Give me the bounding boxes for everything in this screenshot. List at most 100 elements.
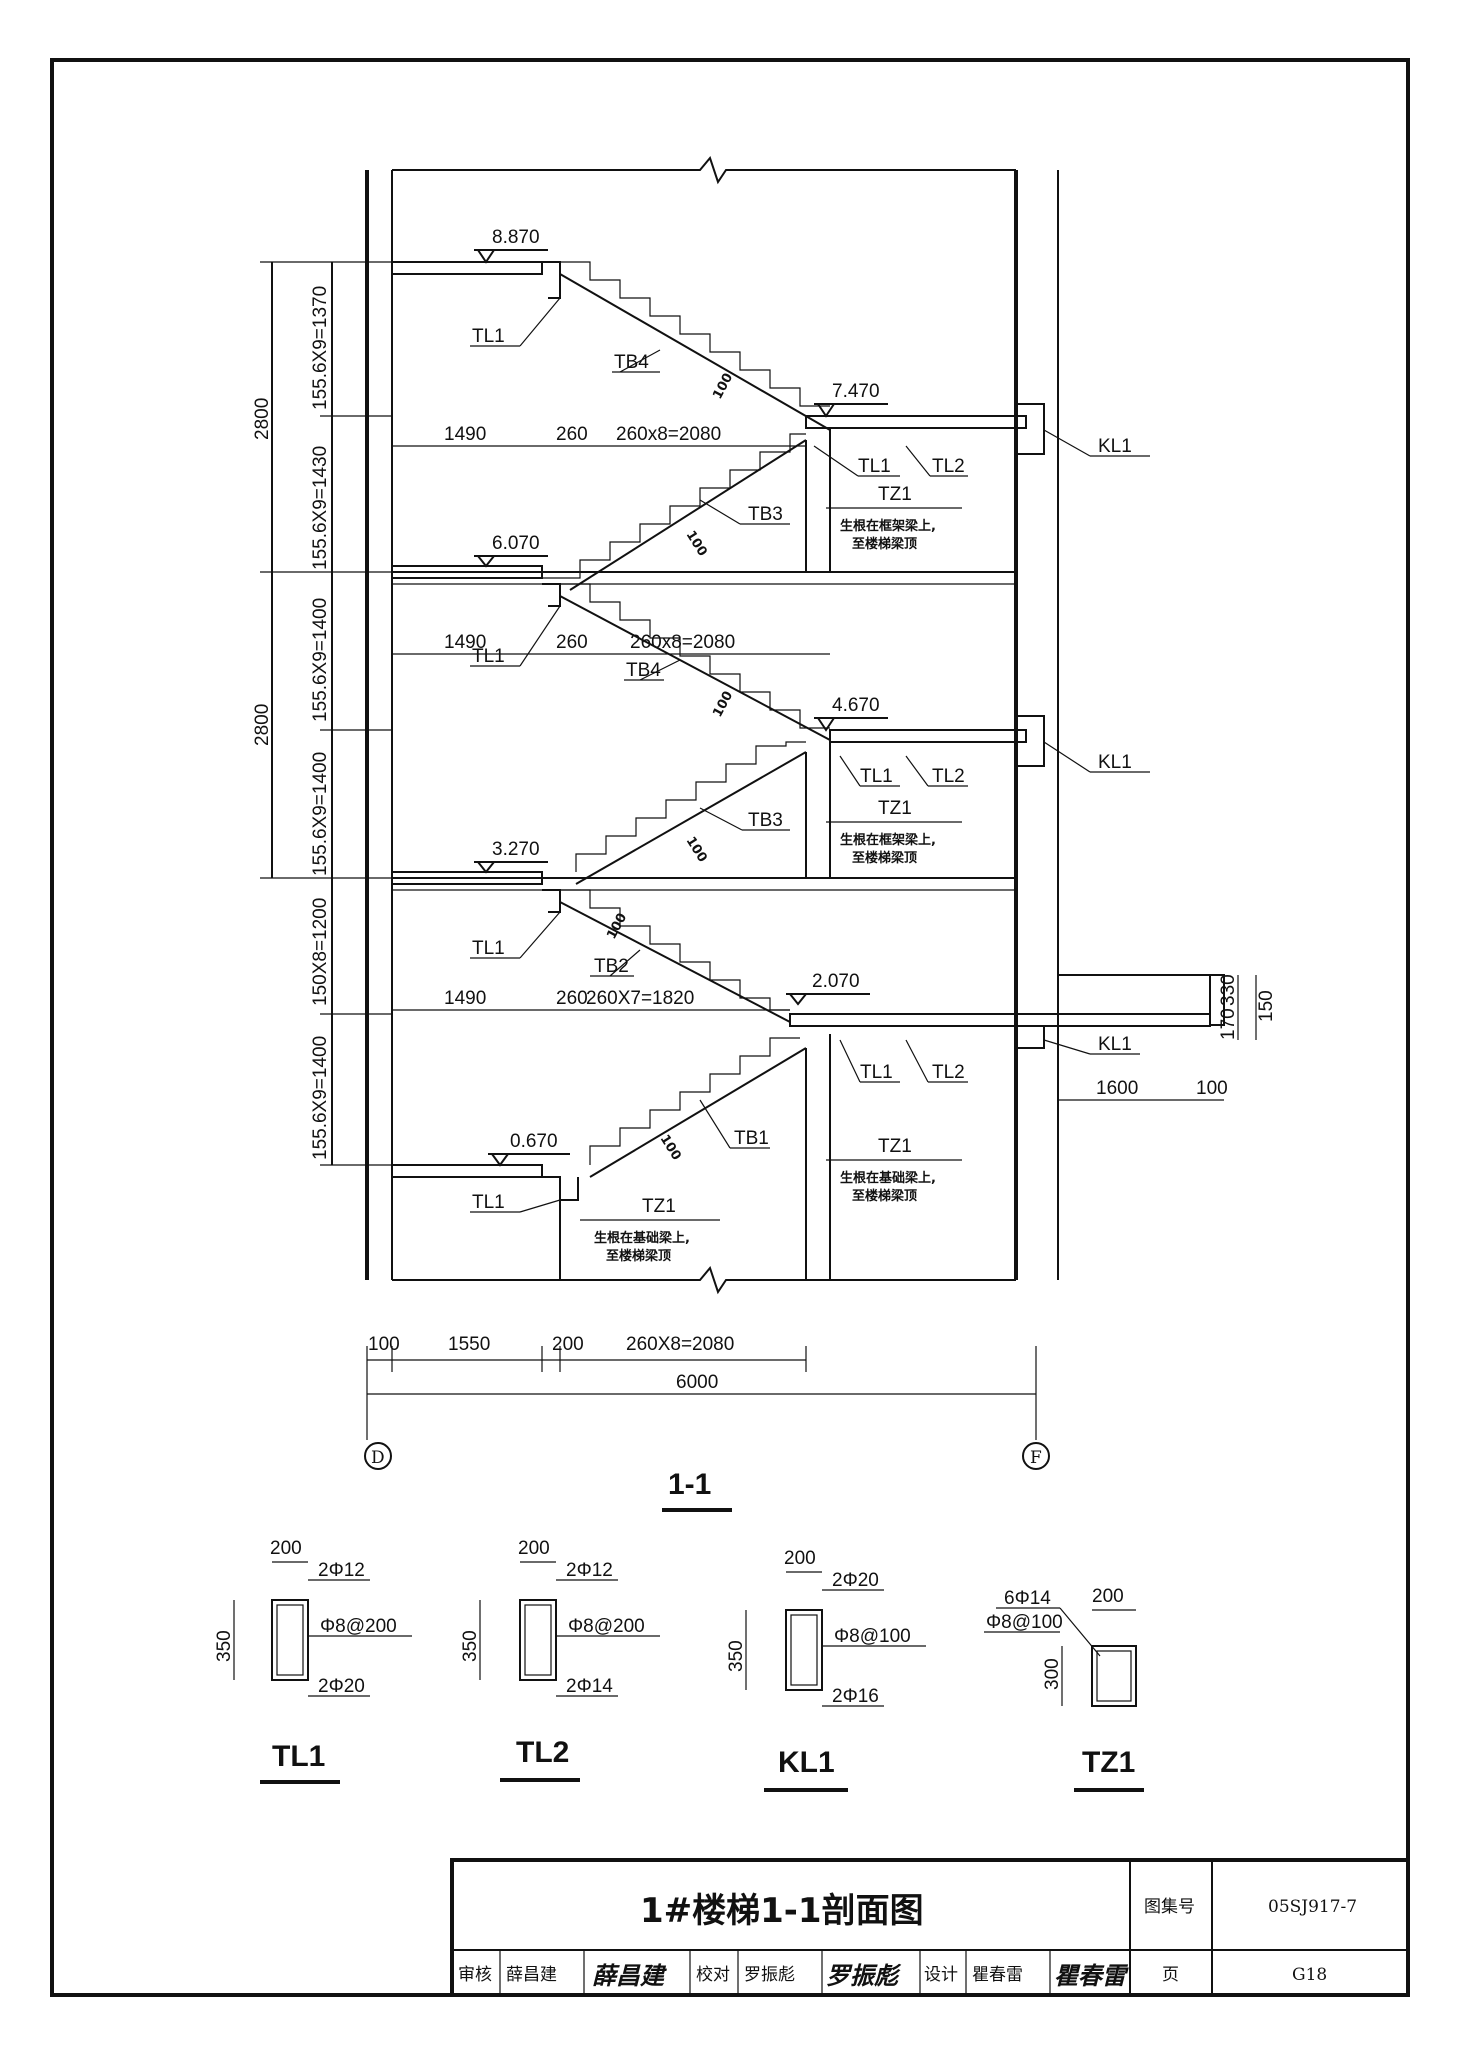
note-foundation-1: 生根在基础梁上, xyxy=(594,1230,690,1246)
dim-260: 260 xyxy=(556,424,588,445)
dim-2800: 2800 xyxy=(252,398,273,440)
elev-4670: 4.670 xyxy=(832,695,880,716)
tl2-bottom-bar: 2Φ14 xyxy=(566,1676,613,1697)
label-tb3: TB3 xyxy=(748,504,783,525)
dim-1490: 1490 xyxy=(444,424,486,445)
tl1-height: 350 xyxy=(214,1630,235,1662)
note-frame-1: 生根在框架梁上, xyxy=(840,518,936,534)
dim-100: 100 xyxy=(1196,1078,1228,1099)
tz1-height: 300 xyxy=(1042,1658,1063,1690)
label-thick: 100 xyxy=(683,528,710,559)
dim-260: 260 xyxy=(556,632,588,653)
review-label: 审核 xyxy=(458,1965,492,1985)
note-foundation-1: 生根在基础梁上, xyxy=(840,1170,936,1186)
dim-170: 170 xyxy=(1218,1008,1239,1040)
dim-155-1430: 155.6X9=1430 xyxy=(310,446,331,570)
drawing-title: 1#楼梯1-1剖面图 xyxy=(640,1891,924,1931)
label-tz1: TZ1 xyxy=(642,1196,676,1217)
elev-8870: 8.870 xyxy=(492,227,540,248)
design-signature: 瞿春雷 xyxy=(1054,1961,1129,1990)
check-name: 罗振彪 xyxy=(744,1965,795,1985)
inner-dimensions: 1490 260 260x8=2080 1490 260 260x8=2080 … xyxy=(392,424,830,1011)
label-tl2: TL2 xyxy=(932,456,965,477)
label-tb1: TB1 xyxy=(734,1128,769,1149)
dim-330: 330 xyxy=(1218,974,1239,1006)
section-drawing: 8.870 7.470 6.070 4.670 3.270 2.070 0.67… xyxy=(252,155,1277,1512)
dim-1490: 1490 xyxy=(444,632,486,653)
detail-tl2: 200 350 2Φ12 Φ8@200 2Φ14 TL2 xyxy=(460,1538,660,1782)
dim-1490: 1490 xyxy=(444,988,486,1009)
dim-260x8: 260x8=2080 xyxy=(616,424,721,445)
tl1-title: TL1 xyxy=(272,1740,325,1773)
right-dimensions: 1600 100 330 170 150 xyxy=(1058,974,1277,1101)
dim-150: 150 xyxy=(1256,990,1277,1022)
note-frame-2: 至楼梯梁顶 xyxy=(852,536,917,552)
note-frame-2: 至楼梯梁顶 xyxy=(852,850,917,866)
detail-tz1: 200 300 6Φ14 Φ8@100 TZ1 xyxy=(984,1586,1144,1792)
dim-1550: 1550 xyxy=(448,1334,490,1355)
dim-155-1400: 155.6X9=1400 xyxy=(310,1036,331,1160)
dim-260: 260 xyxy=(556,988,588,1009)
label-tl2: TL2 xyxy=(932,1062,965,1083)
elev-0670: 0.670 xyxy=(510,1131,558,1152)
label-tb3: TB3 xyxy=(748,810,783,831)
dim-100: 100 xyxy=(368,1334,400,1355)
label-thick: 100 xyxy=(710,689,736,720)
elev-3270: 3.270 xyxy=(492,839,540,860)
dim-155-1370: 155.6X9=1370 xyxy=(310,286,331,410)
label-kl1: KL1 xyxy=(1098,752,1132,773)
dim-2800: 2800 xyxy=(252,704,273,746)
label-thick: 100 xyxy=(657,1132,684,1163)
label-tb4: TB4 xyxy=(626,660,661,681)
left-dimensions: 2800 2800 155.6X9=1370 155.6X9=1430 155.… xyxy=(252,261,392,1166)
note-foundation-2: 至楼梯梁顶 xyxy=(606,1248,671,1264)
label-tl1: TL1 xyxy=(860,766,893,787)
atlas-number: 05SJ917-7 xyxy=(1268,1897,1357,1917)
bottom-dimensions: 100 1550 200 260X8=2080 6000 xyxy=(366,1334,1037,1440)
dim-260x8: 260x8=2080 xyxy=(630,632,735,653)
label-tl1: TL1 xyxy=(472,646,505,667)
label-tb4: TB4 xyxy=(614,352,649,373)
kl1-height: 350 xyxy=(726,1640,747,1672)
kl1-width: 200 xyxy=(784,1548,816,1569)
detail-kl1: 200 350 2Φ20 Φ8@100 2Φ16 KL1 xyxy=(726,1548,926,1792)
tl2-stirrup: Φ8@200 xyxy=(568,1616,645,1637)
label-tz1: TZ1 xyxy=(878,798,912,819)
tz1-width: 200 xyxy=(1092,1586,1124,1607)
review-name: 薛昌建 xyxy=(506,1965,557,1985)
dim-260x8: 260X8=2080 xyxy=(626,1334,734,1355)
label-tl2: TL2 xyxy=(932,766,965,787)
tl2-height: 350 xyxy=(460,1630,481,1662)
kl1-title: KL1 xyxy=(778,1746,835,1779)
elev-2070: 2.070 xyxy=(812,971,860,992)
label-tl1: TL1 xyxy=(860,1062,893,1083)
label-thick: 100 xyxy=(683,834,710,865)
label-tl1: TL1 xyxy=(472,938,505,959)
sheet-border xyxy=(50,58,1410,1997)
tl1-bottom-bar: 2Φ20 xyxy=(318,1676,365,1697)
atlas-label: 图集号 xyxy=(1144,1897,1195,1917)
kl1-bottom-bar: 2Φ16 xyxy=(832,1686,879,1707)
label-kl1: KL1 xyxy=(1098,436,1132,457)
elev-7470: 7.470 xyxy=(832,381,880,402)
elev-6070: 6.070 xyxy=(492,533,540,554)
tz1-stirrup: Φ8@100 xyxy=(986,1612,1063,1633)
check-label: 校对 xyxy=(696,1965,730,1985)
tl1-top-bar: 2Φ12 xyxy=(318,1560,365,1581)
tl1-width: 200 xyxy=(270,1538,302,1559)
section-title: 1-1 xyxy=(668,1468,711,1501)
note-foundation-2: 至楼梯梁顶 xyxy=(852,1188,917,1204)
label-tl1: TL1 xyxy=(472,1192,505,1213)
tl1-stirrup: Φ8@200 xyxy=(320,1616,397,1637)
label-thick: 100 xyxy=(710,371,736,402)
design-name: 瞿春雷 xyxy=(972,1965,1023,1985)
review-signature: 薛昌建 xyxy=(592,1961,667,1990)
label-tl1: TL1 xyxy=(858,456,891,477)
dim-150-1200: 150X8=1200 xyxy=(310,898,331,1006)
dim-155-1400: 155.6X9=1400 xyxy=(310,598,331,722)
tz1-title: TZ1 xyxy=(1082,1746,1135,1779)
note-frame-1: 生根在框架梁上, xyxy=(840,832,936,848)
label-kl1: KL1 xyxy=(1098,1034,1132,1055)
member-labels: TL1 TB4 100 TL1 TL2 KL1 TB3 100 TZ1 生根在框… xyxy=(470,297,1150,1264)
